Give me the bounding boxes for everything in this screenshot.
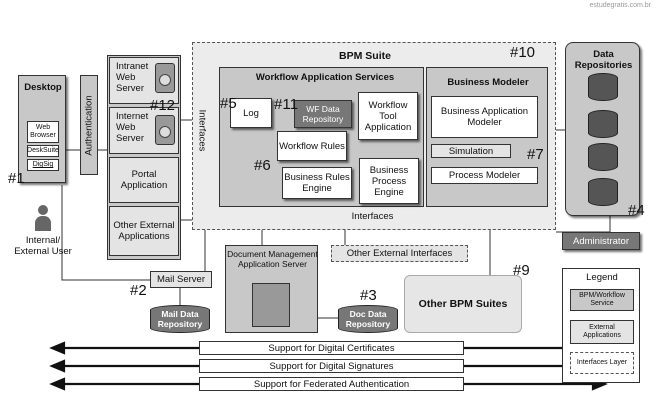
process-modeler: Process Modeler xyxy=(431,167,538,184)
marker-7: #7 xyxy=(527,146,544,163)
marker-2: #2 xyxy=(130,282,147,299)
legend-external-apps: External Applications xyxy=(570,320,634,344)
administrator-box: Administrator xyxy=(562,232,640,250)
data-repositories-title: Data Repositories xyxy=(574,49,633,71)
desksuite-box: DeskSuite xyxy=(27,145,59,157)
marker-10: #10 xyxy=(510,44,536,61)
log-box: Log xyxy=(230,98,272,128)
web-browser-box: Web Browser xyxy=(27,121,59,143)
other-bpm-suites: Other BPM Suites xyxy=(404,275,522,333)
user-icon xyxy=(35,205,51,231)
support-federated-authentication: Support for Federated Authentication xyxy=(199,377,464,391)
other-external-interfaces: Other External Interfaces xyxy=(331,245,468,262)
interfaces-bottom-label: Interfaces xyxy=(351,211,394,222)
marker-12: #12 xyxy=(150,97,176,114)
simulation-box: Simulation xyxy=(431,144,511,158)
business-process-engine: Business Process Engine xyxy=(359,158,419,204)
database-icon xyxy=(588,73,618,101)
bpm-suite-title: BPM Suite xyxy=(339,50,391,62)
doc-mgmt-label: Document Management Application Server xyxy=(227,249,318,269)
support-digital-certificates: Support for Digital Certificates xyxy=(199,341,464,355)
mail-server: Mail Server xyxy=(150,271,212,288)
server-stack-icon xyxy=(252,283,290,327)
digsig-box: DigSig xyxy=(27,159,59,171)
business-rules-engine: Business Rules Engine xyxy=(282,167,352,199)
desktop-title: Desktop xyxy=(24,82,62,93)
database-icon xyxy=(588,143,618,171)
marker-1: #1 xyxy=(8,170,25,187)
marker-4: #4 xyxy=(628,202,645,219)
other-external-applications: Other External Applications xyxy=(109,206,179,256)
business-application-modeler: Business Application Modeler xyxy=(431,96,538,138)
workflow-tool-application: Workflow Tool Application xyxy=(358,92,418,140)
database-icon xyxy=(588,110,618,138)
marker-3: #3 xyxy=(360,287,377,304)
wf-data-repository: WF Data Repository xyxy=(294,100,352,128)
mail-data-repository: Mail Data Repository xyxy=(150,305,210,333)
desktop-panel: Desktop Web Browser DeskSuite DigSig xyxy=(18,75,66,183)
database-icon xyxy=(588,178,618,206)
business-modeler-title: Business Modeler xyxy=(447,77,529,88)
server-icon xyxy=(155,115,175,145)
watermark: estudegratis.com.br xyxy=(589,2,651,9)
legend-title: Legend xyxy=(586,272,618,283)
legend-interfaces-layer: Interfaces Layer xyxy=(570,352,634,374)
marker-5: #5 xyxy=(220,95,237,112)
marker-9: #9 xyxy=(513,262,530,279)
support-digital-signatures: Support for Digital Signatures xyxy=(199,359,464,373)
internet-label: Internet Web Server xyxy=(116,111,149,144)
server-icon xyxy=(155,63,175,93)
marker-6: #6 xyxy=(254,157,271,174)
marker-11: #11 xyxy=(274,96,298,113)
interfaces-vertical-label: Interfaces xyxy=(196,109,208,151)
doc-data-repository: Doc Data Repository xyxy=(338,305,398,333)
legend-bpm-service: BPM/Workflow Service xyxy=(570,289,634,311)
workflow-services-title: Workflow Application Services xyxy=(255,72,395,83)
authentication-box: Authentication xyxy=(80,75,98,175)
interfaces-vertical: Interfaces xyxy=(192,70,212,190)
intranet-label: Intranet Web Server xyxy=(116,61,149,94)
legend: Legend BPM/Workflow Service External App… xyxy=(562,268,640,383)
user-label: Internal/ External User xyxy=(14,235,72,257)
workflow-rules: Workflow Rules xyxy=(277,131,347,161)
authentication-label: Authentication xyxy=(83,94,95,156)
portal-application: Portal Application xyxy=(109,157,179,203)
